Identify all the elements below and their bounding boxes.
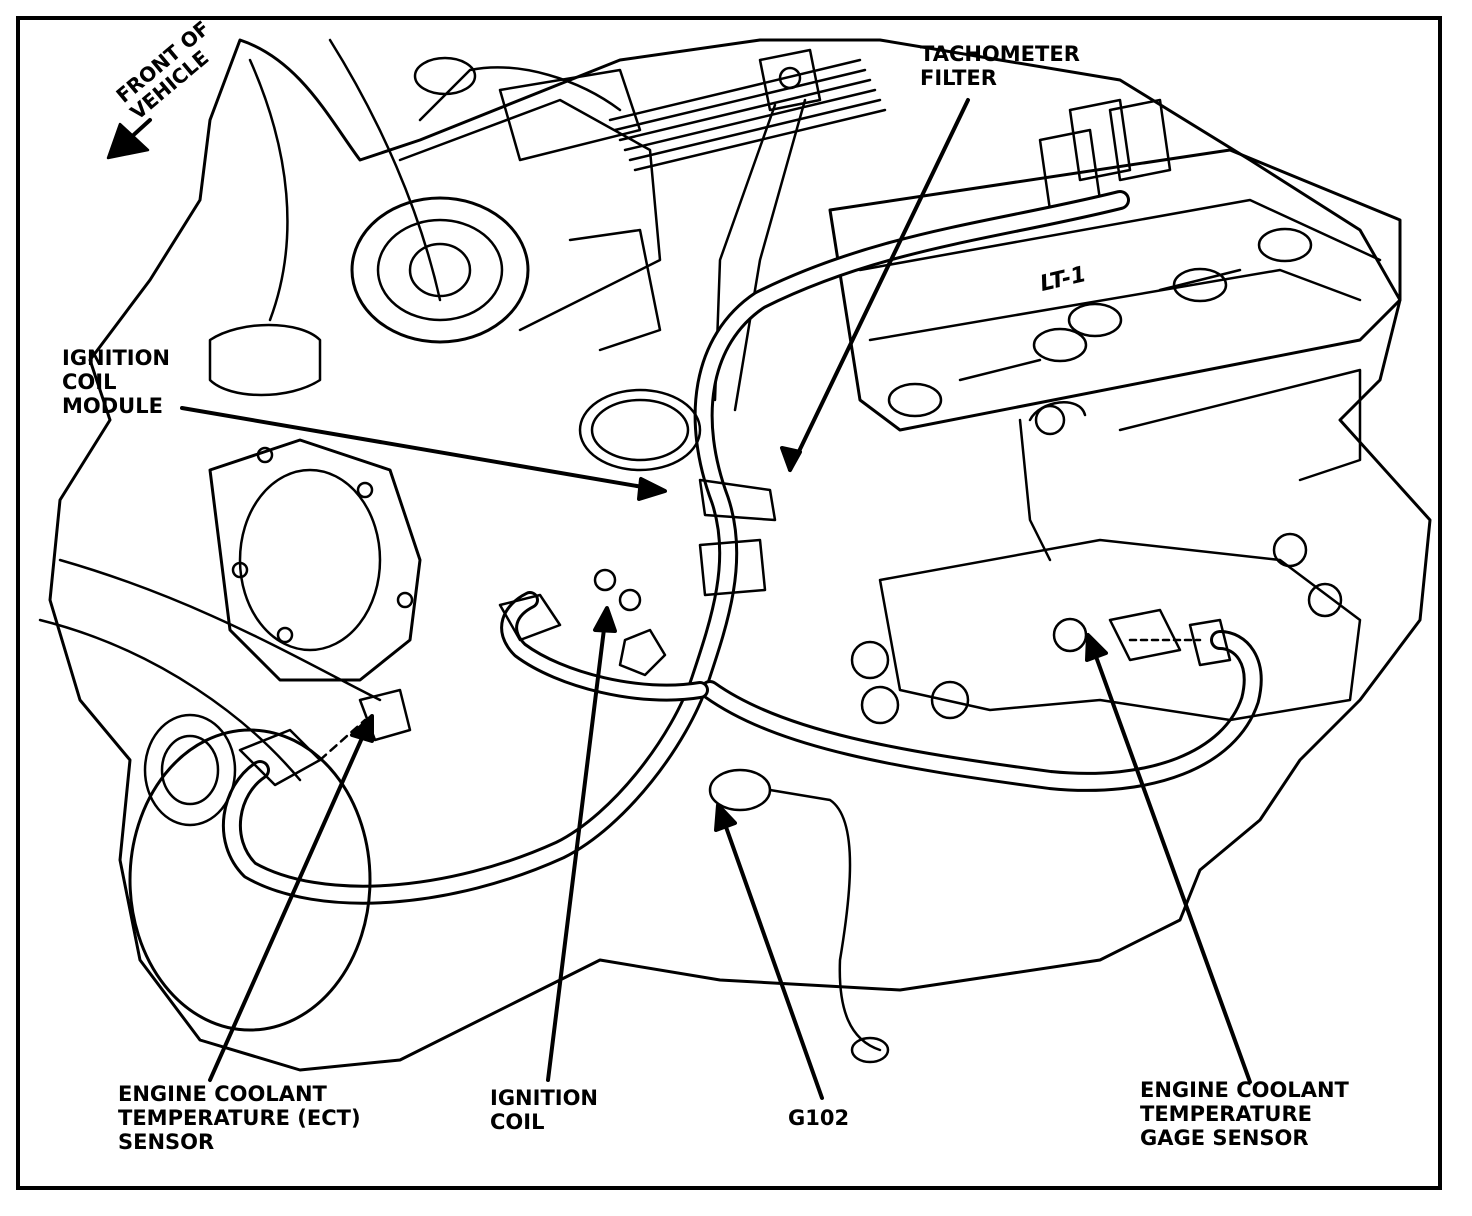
water-pump xyxy=(208,323,422,682)
wiring-harness xyxy=(221,190,1263,905)
engine-block xyxy=(38,38,1432,1072)
balancer-pulley xyxy=(128,713,372,1032)
ect-sensor-callout: ENGINE COOLANT TEMPERATURE (ECT) SENSOR xyxy=(118,1082,361,1154)
callout-leaders xyxy=(180,98,1252,1100)
ignition-coil-module-callout: IGNITION COIL MODULE xyxy=(62,346,171,418)
g102-callout: G102 xyxy=(788,1106,850,1130)
harness-clamp xyxy=(578,388,777,597)
throttle-body xyxy=(350,56,662,352)
ground-strap xyxy=(708,768,890,1064)
fuel-rail xyxy=(608,58,1172,212)
ignition-coil-callout: IGNITION COIL xyxy=(490,1086,599,1134)
front-direction-arrow xyxy=(106,118,152,160)
ignition-coil-body xyxy=(498,568,667,677)
valve-cover xyxy=(828,148,1402,482)
gage-sensor-connector xyxy=(1108,608,1232,667)
exhaust-manifold xyxy=(850,401,1362,725)
gage-sensor-callout: ENGINE COOLANT TEMPERATURE GAGE SENSOR xyxy=(1140,1078,1349,1150)
tachometer-filter-callout: TACHOMETER FILTER xyxy=(920,42,1080,90)
